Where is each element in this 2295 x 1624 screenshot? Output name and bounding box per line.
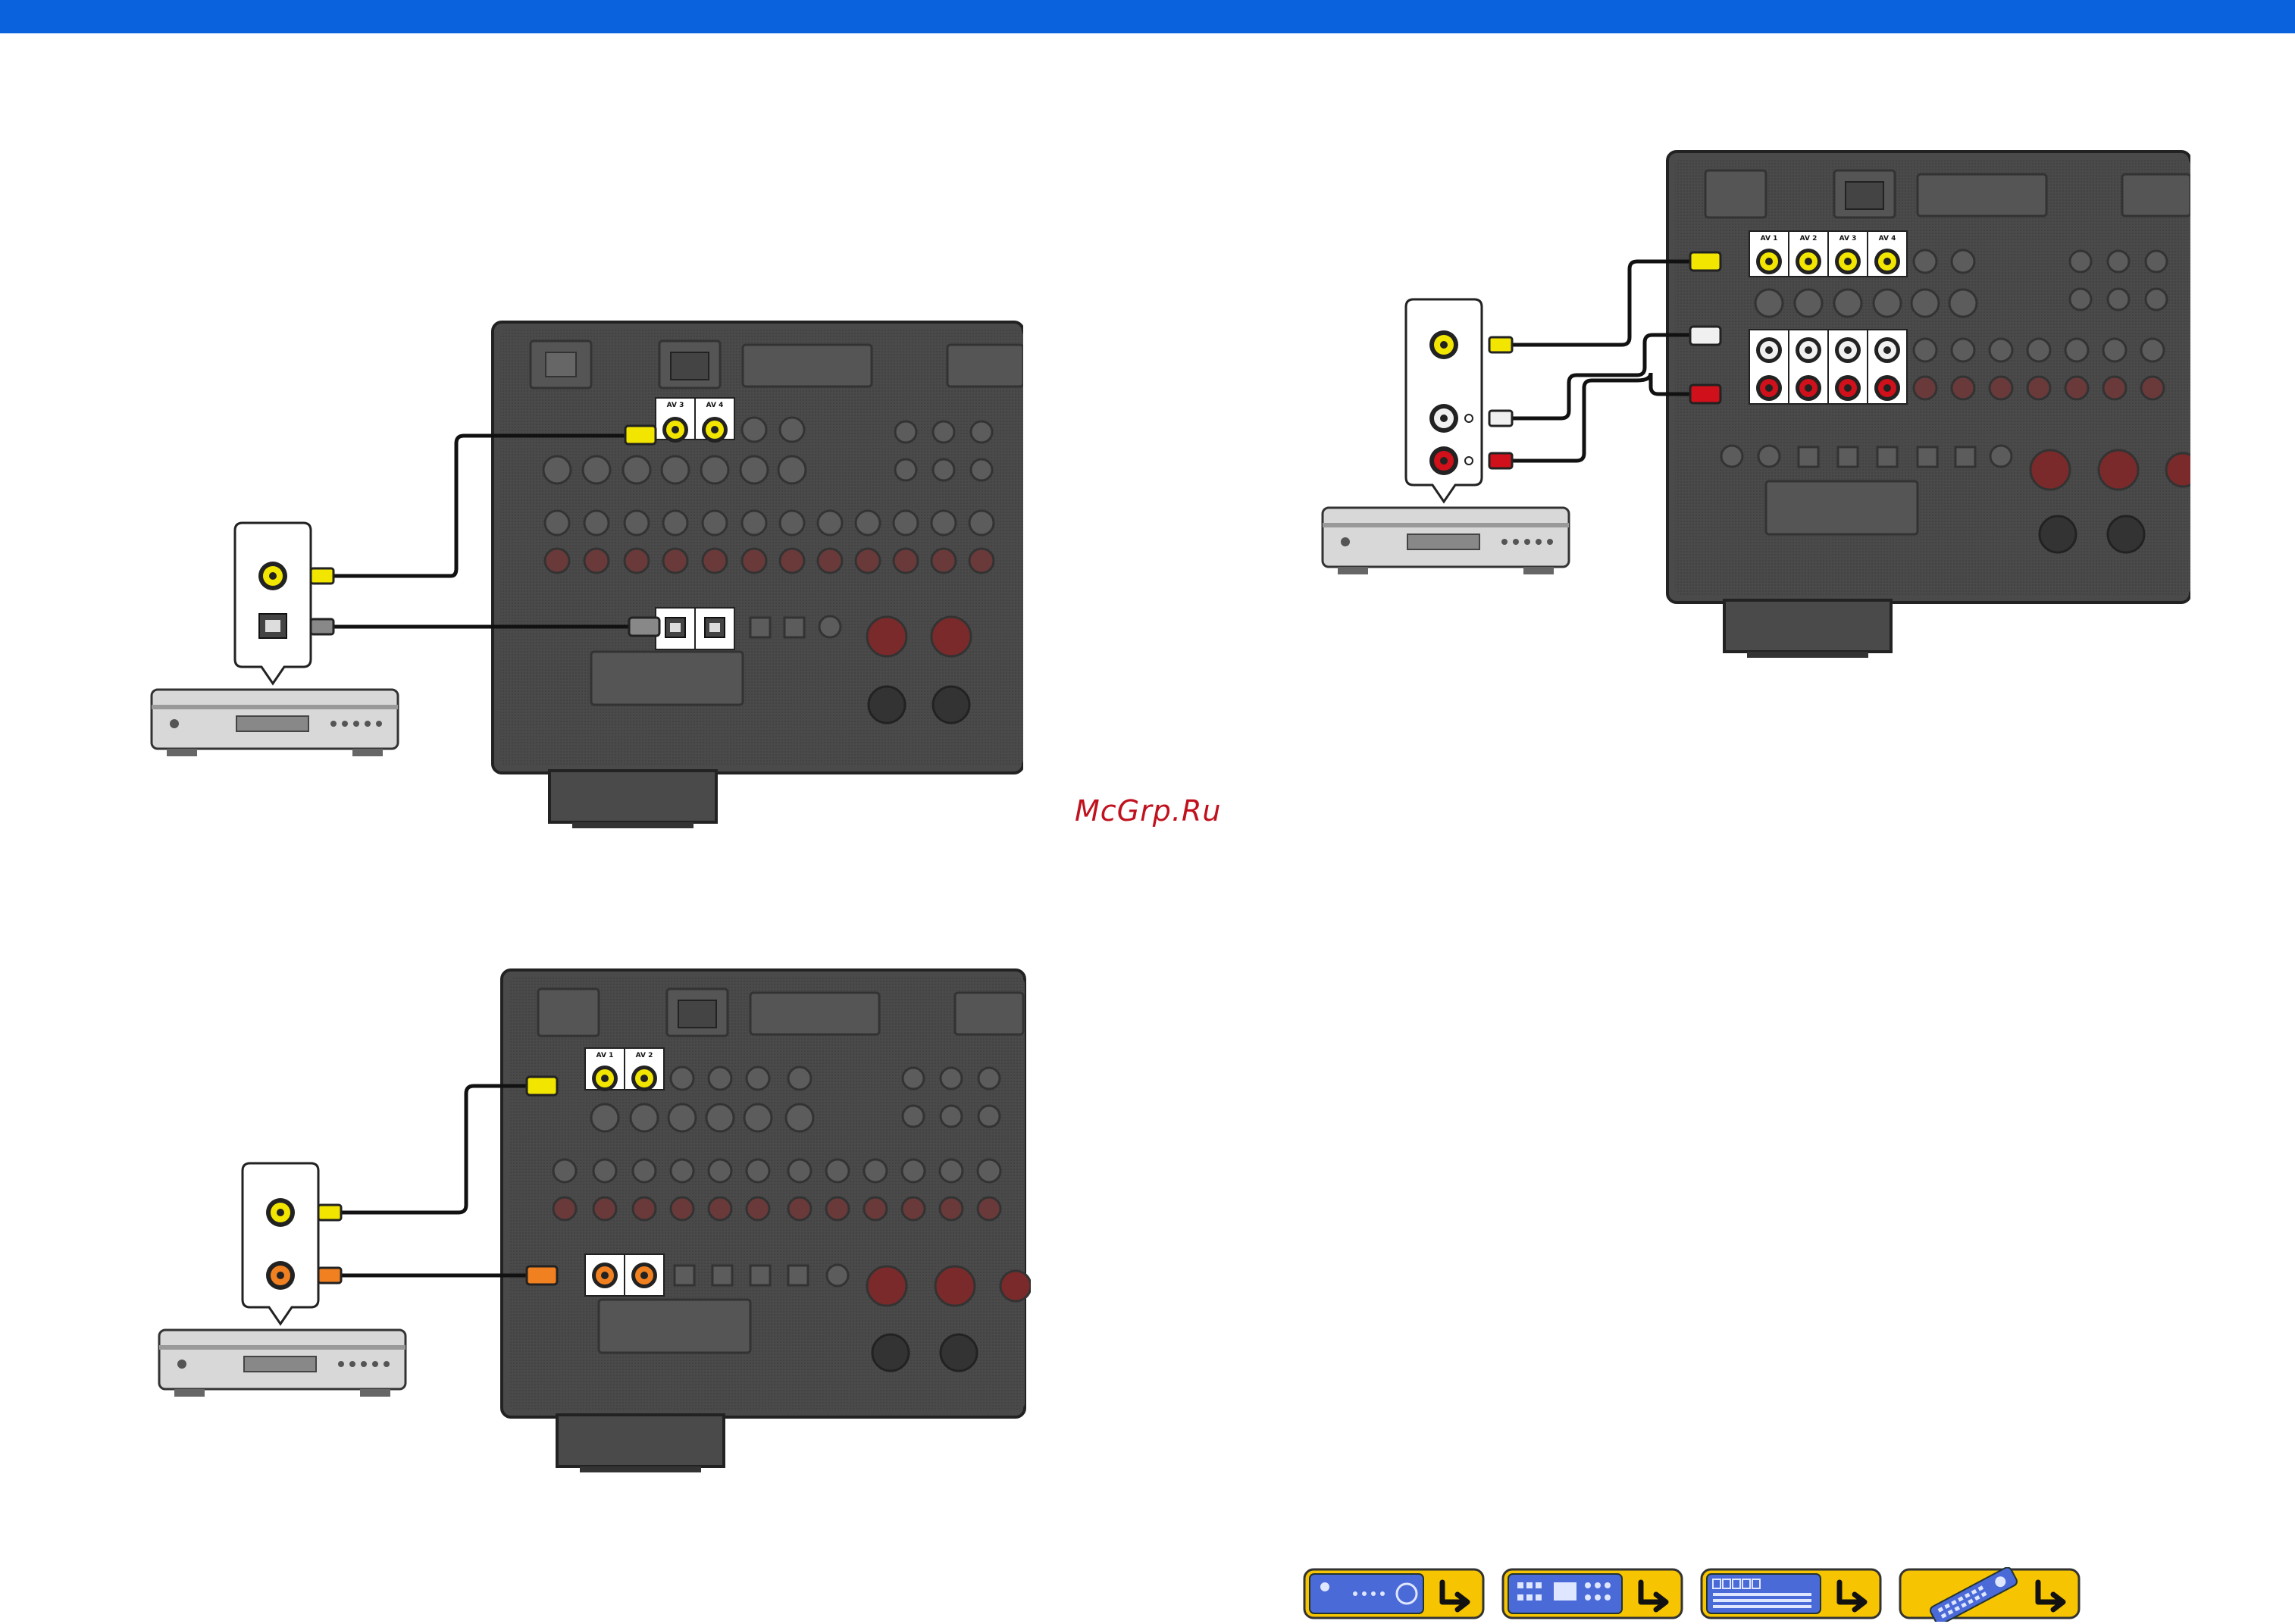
receiver-foot bbox=[557, 1415, 724, 1466]
receiver-rear-icon bbox=[1501, 1567, 1684, 1622]
receiver-foot bbox=[1724, 600, 1891, 652]
receiver-front-icon bbox=[1302, 1567, 1486, 1622]
display-panel-icon bbox=[1699, 1567, 1883, 1622]
diagram-analog-video: AV 1 AV 2 AV 3 AV 4 bbox=[1319, 144, 2190, 674]
av4-label: AV 4 bbox=[706, 402, 724, 409]
nav-button-display-panel[interactable] bbox=[1699, 1567, 1883, 1622]
av3-label: AV 3 bbox=[667, 402, 684, 409]
remote-control-icon bbox=[1898, 1567, 2081, 1622]
av2-label: AV 2 bbox=[1800, 235, 1818, 243]
av1-label: AV 1 bbox=[1761, 235, 1778, 243]
av1-label: AV 1 bbox=[596, 1052, 614, 1059]
av3-label: AV 3 bbox=[1839, 235, 1857, 243]
nav-button-receiver-front[interactable] bbox=[1302, 1567, 1486, 1622]
av4-label: AV 4 bbox=[1879, 235, 1896, 243]
navigation-bar bbox=[1302, 1567, 2084, 1624]
header-bar bbox=[0, 0, 2295, 33]
receiver-foot bbox=[549, 771, 716, 822]
diagram-optical-video: AV 3 AV 4 bbox=[144, 311, 1023, 841]
av2-label: AV 2 bbox=[636, 1052, 653, 1059]
diagram-coaxial-video: AV 1 AV 2 bbox=[152, 959, 1031, 1489]
watermark: McGrp.Ru bbox=[1075, 794, 1234, 832]
nav-button-receiver-rear[interactable] bbox=[1501, 1567, 1684, 1622]
nav-button-remote-control[interactable] bbox=[1898, 1567, 2081, 1622]
